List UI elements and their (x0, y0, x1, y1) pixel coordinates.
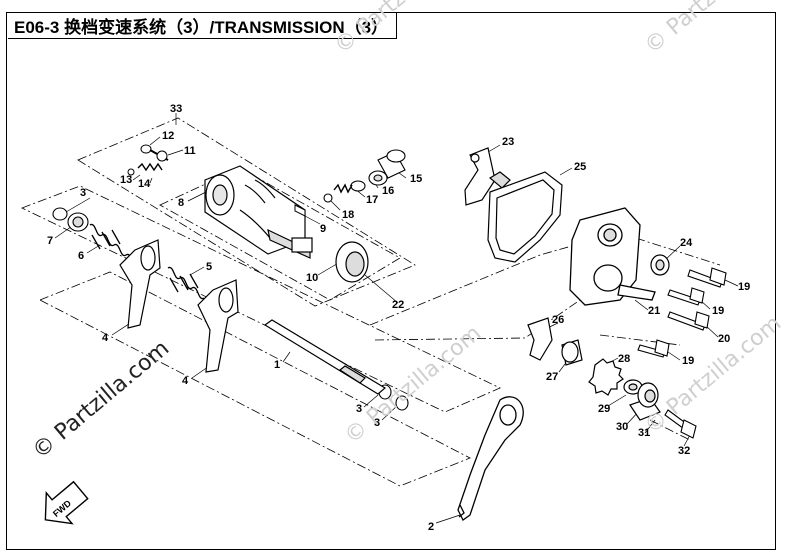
label-19-c: 19 (682, 355, 694, 367)
part-19-bolt-a (687, 267, 727, 288)
part-17-ring (350, 180, 366, 192)
diagram-title: E06-3 换档变速系统（3）/TRANSMISSION（3） (8, 13, 398, 39)
rings (52, 207, 409, 411)
detent-parts (127, 144, 169, 176)
label-16: 16 (382, 185, 394, 197)
label-2: 2 (428, 521, 434, 533)
label-32: 32 (678, 445, 690, 457)
cover-link-dashes-2 (374, 299, 581, 341)
label-22: 22 (392, 299, 404, 311)
label-27: 27 (546, 371, 558, 383)
label-17: 17 (366, 194, 378, 206)
label-19-a: 19 (738, 281, 750, 293)
part-28-gear (588, 358, 624, 396)
label-20: 20 (718, 333, 730, 345)
part-12-pin (140, 144, 152, 154)
label-8: 8 (178, 197, 184, 209)
label-30: 30 (616, 421, 628, 433)
part-5-spring (167, 266, 205, 300)
cover-link-dashes (369, 229, 641, 326)
stopper-parts (323, 149, 406, 203)
part-18-ball (323, 193, 333, 203)
part-14-spring (137, 162, 163, 172)
label-3-a: 3 (356, 403, 362, 415)
part-26-plate (527, 317, 553, 361)
part-8-shift-drum (204, 165, 313, 259)
label-3-top: 3 (80, 187, 86, 199)
part-10-bearing (335, 241, 369, 283)
part-23-shift-arm (464, 147, 511, 206)
part-3-circlip-top (52, 207, 68, 221)
bolt-link-dashes-3 (599, 334, 681, 346)
bolt-link-dashes-4 (649, 419, 691, 441)
label-15: 15 (410, 173, 422, 185)
label-29: 29 (598, 403, 610, 415)
label-25: 25 (574, 161, 586, 173)
label-19-b: 19 (712, 305, 724, 317)
label-4-a: 4 (102, 332, 109, 344)
part-18-spring (333, 183, 353, 194)
part-11-washer (156, 150, 168, 162)
title-text: E06-3 换档变速系统（3）/TRANSMISSION（3） (14, 18, 389, 37)
label-18: 18 (342, 209, 354, 221)
lower-group-outline (39, 271, 471, 487)
part-2-shift-lever (457, 396, 524, 521)
label-6: 6 (78, 250, 84, 262)
label-23: 23 (502, 136, 514, 148)
part-4-shift-fork-a (119, 239, 161, 329)
part-13-ball (127, 168, 135, 176)
part-4-shift-fork-b (197, 279, 239, 373)
label-11: 11 (184, 145, 196, 157)
part-19-bolt-c (637, 339, 670, 358)
fwd-arrow-icon (44, 480, 89, 525)
label-9: 9 (320, 223, 326, 235)
fwd-arrow: FWD (44, 480, 89, 525)
label-21: 21 (648, 305, 660, 317)
label-26: 26 (552, 314, 564, 326)
part-9-pin (294, 204, 306, 217)
part-20-bolt (667, 311, 710, 331)
lower-right-parts (527, 317, 661, 421)
label-3-b: 3 (374, 417, 380, 429)
label-5: 5 (206, 261, 212, 273)
bolts (637, 267, 727, 439)
label-28: 28 (618, 353, 630, 365)
part-25-gasket (487, 171, 563, 263)
label-4-b: 4 (182, 375, 189, 387)
part-21-cover (569, 207, 656, 306)
label-14: 14 (138, 178, 151, 190)
part-32-bolt (664, 409, 697, 439)
part-3-circlip-b (395, 395, 409, 411)
group-33-outline (77, 117, 416, 307)
diagram-frame (6, 12, 776, 550)
fork-springs (89, 223, 205, 300)
part-1-fork-shaft (263, 319, 387, 395)
label-12: 12 (162, 130, 174, 142)
label-7: 7 (47, 235, 53, 247)
label-24: 24 (680, 237, 693, 249)
label-13: 13 (120, 174, 132, 186)
part-number-labels: 33 12 11 13 14 8 3 7 6 5 4 4 1 3 3 9 10 … (47, 103, 750, 533)
label-33: 33 (170, 103, 182, 115)
label-10: 10 (306, 272, 318, 284)
part-24-seal (650, 254, 670, 276)
label-1: 1 (274, 359, 280, 371)
label-31: 31 (638, 427, 650, 439)
part-19-bolt-b (667, 287, 705, 306)
